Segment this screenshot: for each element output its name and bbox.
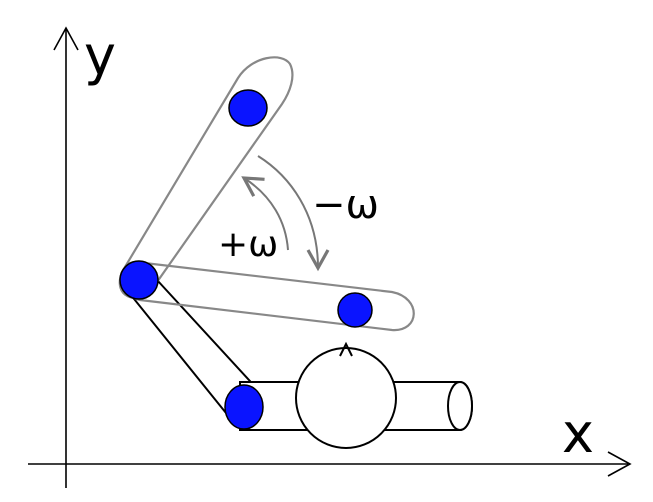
negative-rotation-label: −ω <box>312 182 379 228</box>
nose-marker <box>339 341 353 357</box>
y-axis-arrowhead <box>53 26 79 51</box>
body-end-cap <box>447 381 473 431</box>
positive-rotation-label: +ω <box>218 224 278 265</box>
wrist-joint-up <box>228 89 268 127</box>
negative-rotation-arrow <box>257 155 330 272</box>
x-axis-arrowhead <box>607 451 632 477</box>
shoulder-joint <box>224 384 264 430</box>
positive-rotation-arrow <box>241 176 289 251</box>
wrist-joint-right <box>337 292 373 328</box>
elbow-joint <box>119 260 159 300</box>
head-circle <box>295 347 397 449</box>
x-axis-label: x <box>562 402 594 465</box>
y-axis-label: y <box>84 24 116 87</box>
